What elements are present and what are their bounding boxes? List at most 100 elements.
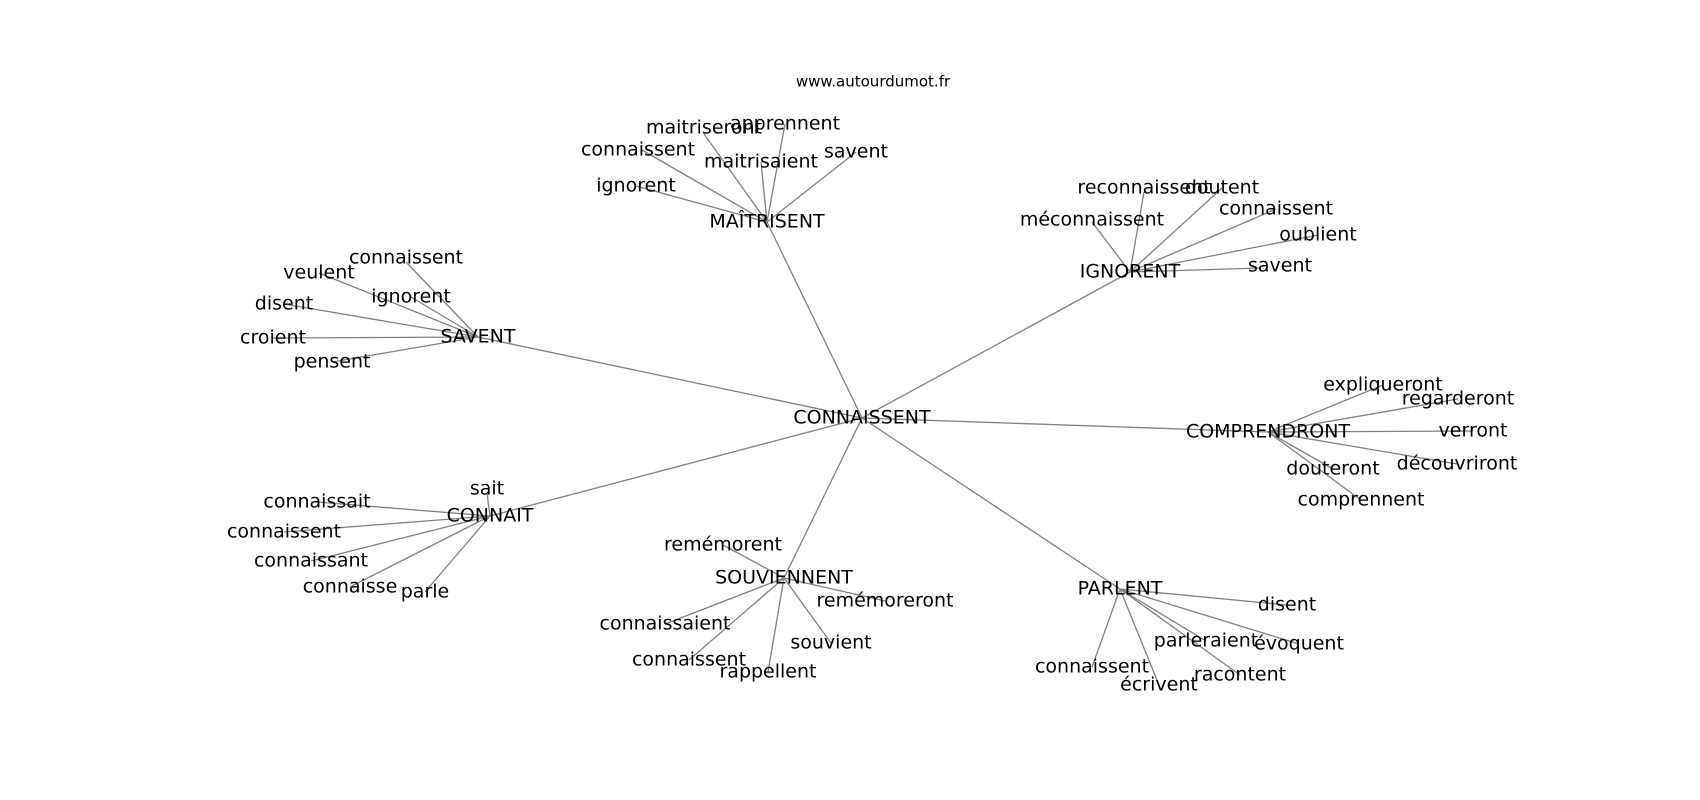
leaf-node[interactable]: connaissaient [600, 613, 731, 635]
edge-hub-leaf [1119, 588, 1160, 686]
edge-center-hub [477, 336, 863, 419]
edge-center-hub [861, 417, 1121, 590]
edge-hub-leaf [760, 161, 768, 223]
edge-hub-leaf [349, 515, 491, 588]
edge-center-hub [783, 417, 863, 579]
edge-hub-leaf [1119, 588, 1288, 606]
edge-hub-leaf [1119, 588, 1241, 676]
edge-hub-leaf [783, 577, 886, 602]
center-node[interactable]: CONNAISSENT [793, 407, 931, 429]
hub-node[interactable]: IGNORENT [1080, 261, 1181, 283]
edge-hub-leaf [1267, 431, 1334, 470]
edge-hub-leaf [1119, 588, 1207, 642]
leaf-node[interactable]: maitriseront [646, 117, 762, 139]
leaf-node[interactable]: oublient [1279, 224, 1356, 246]
edge-center-hub [861, 271, 1131, 419]
edge-hub-leaf [641, 149, 768, 223]
edge-hub-leaf [1267, 384, 1384, 433]
leaf-node[interactable]: souvient [790, 632, 871, 654]
leaf-node[interactable]: veulent [283, 262, 354, 284]
leaf-node[interactable]: connaissent [632, 649, 746, 671]
edge-hub-leaf [410, 296, 479, 338]
leaf-node[interactable]: connaissent [349, 247, 463, 269]
edge-hub-leaf [1119, 588, 1300, 645]
leaf-node[interactable]: connaissait [263, 491, 370, 513]
leaf-node[interactable]: comprennent [1298, 489, 1425, 511]
edge-hub-leaf [766, 123, 786, 223]
edge-hub-leaf [1267, 431, 1362, 501]
leaf-node[interactable]: sait [470, 478, 504, 500]
edge-hub-leaf [316, 501, 491, 517]
edge-hub-leaf [272, 336, 479, 339]
edge-hub-leaf [635, 185, 768, 223]
edge-hub-leaf [1267, 398, 1459, 433]
leaf-node[interactable]: expliqueront [1323, 374, 1443, 396]
edge-hub-leaf [310, 515, 491, 562]
leaf-node[interactable]: pensent [294, 351, 371, 373]
leaf-node[interactable]: racontent [1194, 664, 1286, 686]
edge-hub-leaf [283, 515, 491, 533]
leaf-node[interactable]: découvriront [1397, 453, 1518, 475]
edge-hub-leaf [405, 261, 479, 338]
leaf-node[interactable]: rappellent [719, 661, 816, 683]
hub-node[interactable]: SOUVIENNENT [715, 567, 853, 589]
edge-hub-leaf [722, 544, 785, 579]
leaf-node[interactable]: remémorent [664, 534, 782, 556]
leaf-node[interactable]: parle [401, 581, 449, 603]
leaf-node[interactable]: évoquent [1254, 633, 1344, 655]
edge-hub-leaf [766, 151, 857, 223]
leaf-node[interactable]: remémoreront [816, 590, 953, 612]
edge-hub-leaf [1129, 234, 1319, 273]
edge-hub-leaf [1267, 430, 1474, 433]
leaf-node[interactable]: écrivent [1120, 674, 1198, 696]
edge-hub-leaf [283, 303, 479, 338]
leaf-node[interactable]: disent [1258, 594, 1316, 616]
leaf-node[interactable]: douteront [1286, 458, 1379, 480]
site-credit: www.autourdumot.fr [796, 73, 951, 91]
leaf-node[interactable]: ignorent [371, 286, 451, 308]
leaf-node[interactable]: maitrisaient [704, 151, 818, 173]
edge-hub-leaf [1267, 431, 1458, 465]
leaf-node[interactable]: savent [1248, 255, 1312, 277]
edge-center-hub [766, 221, 863, 419]
hub-node[interactable]: MAÎTRISENT [709, 210, 825, 233]
edge-center-hub [861, 417, 1269, 433]
leaf-node[interactable]: reconnaissent [1077, 177, 1210, 199]
edge-hub-leaf [1091, 588, 1121, 668]
edge-hub-leaf [1129, 267, 1261, 273]
leaf-node[interactable]: parleraient [1154, 630, 1258, 652]
leaf-node[interactable]: ignorent [596, 175, 676, 197]
leaf-node[interactable]: connaissent [581, 139, 695, 161]
hub-node[interactable]: SAVENT [440, 326, 515, 348]
leaf-node[interactable]: disent [255, 293, 313, 315]
hub-node[interactable]: PARLENT [1078, 578, 1163, 600]
hub-node[interactable]: CONNAIT [447, 505, 534, 527]
hub-node[interactable]: COMPRENDRONT [1186, 421, 1350, 443]
edge-hub-leaf [1091, 221, 1131, 273]
leaf-node[interactable]: croient [240, 327, 306, 349]
leaf-node[interactable]: apprennent [730, 113, 840, 135]
edges-layer [272, 123, 1474, 686]
leaf-node[interactable]: regarderont [1402, 388, 1515, 410]
leaf-node[interactable]: connaissent [1219, 198, 1333, 220]
labels-layer: www.autourdumot.fr CONNAISSENT MAÎTRISENT… [227, 73, 1517, 696]
edge-hub-leaf [331, 336, 479, 363]
edge-center-hub [489, 417, 863, 517]
leaf-node[interactable]: connaissent [227, 521, 341, 543]
edge-hub-leaf [1129, 208, 1277, 273]
edge-hub-leaf [767, 577, 785, 673]
edge-hub-leaf [783, 577, 832, 644]
leaf-node[interactable]: connaissent [1035, 656, 1149, 678]
edge-hub-leaf [688, 577, 785, 661]
edge-hub-leaf [486, 492, 491, 517]
leaf-node[interactable]: doutent [1185, 177, 1259, 199]
leaf-node[interactable]: méconnaissent [1020, 209, 1164, 231]
edge-hub-leaf [1129, 191, 1145, 273]
leaf-node[interactable]: savent [824, 141, 888, 163]
leaf-node[interactable]: verront [1439, 420, 1508, 442]
edge-hub-leaf [703, 133, 768, 223]
leaf-node[interactable]: connaisse [303, 576, 398, 598]
edge-hub-leaf [1129, 187, 1223, 273]
leaf-node[interactable]: connaissant [254, 550, 368, 572]
